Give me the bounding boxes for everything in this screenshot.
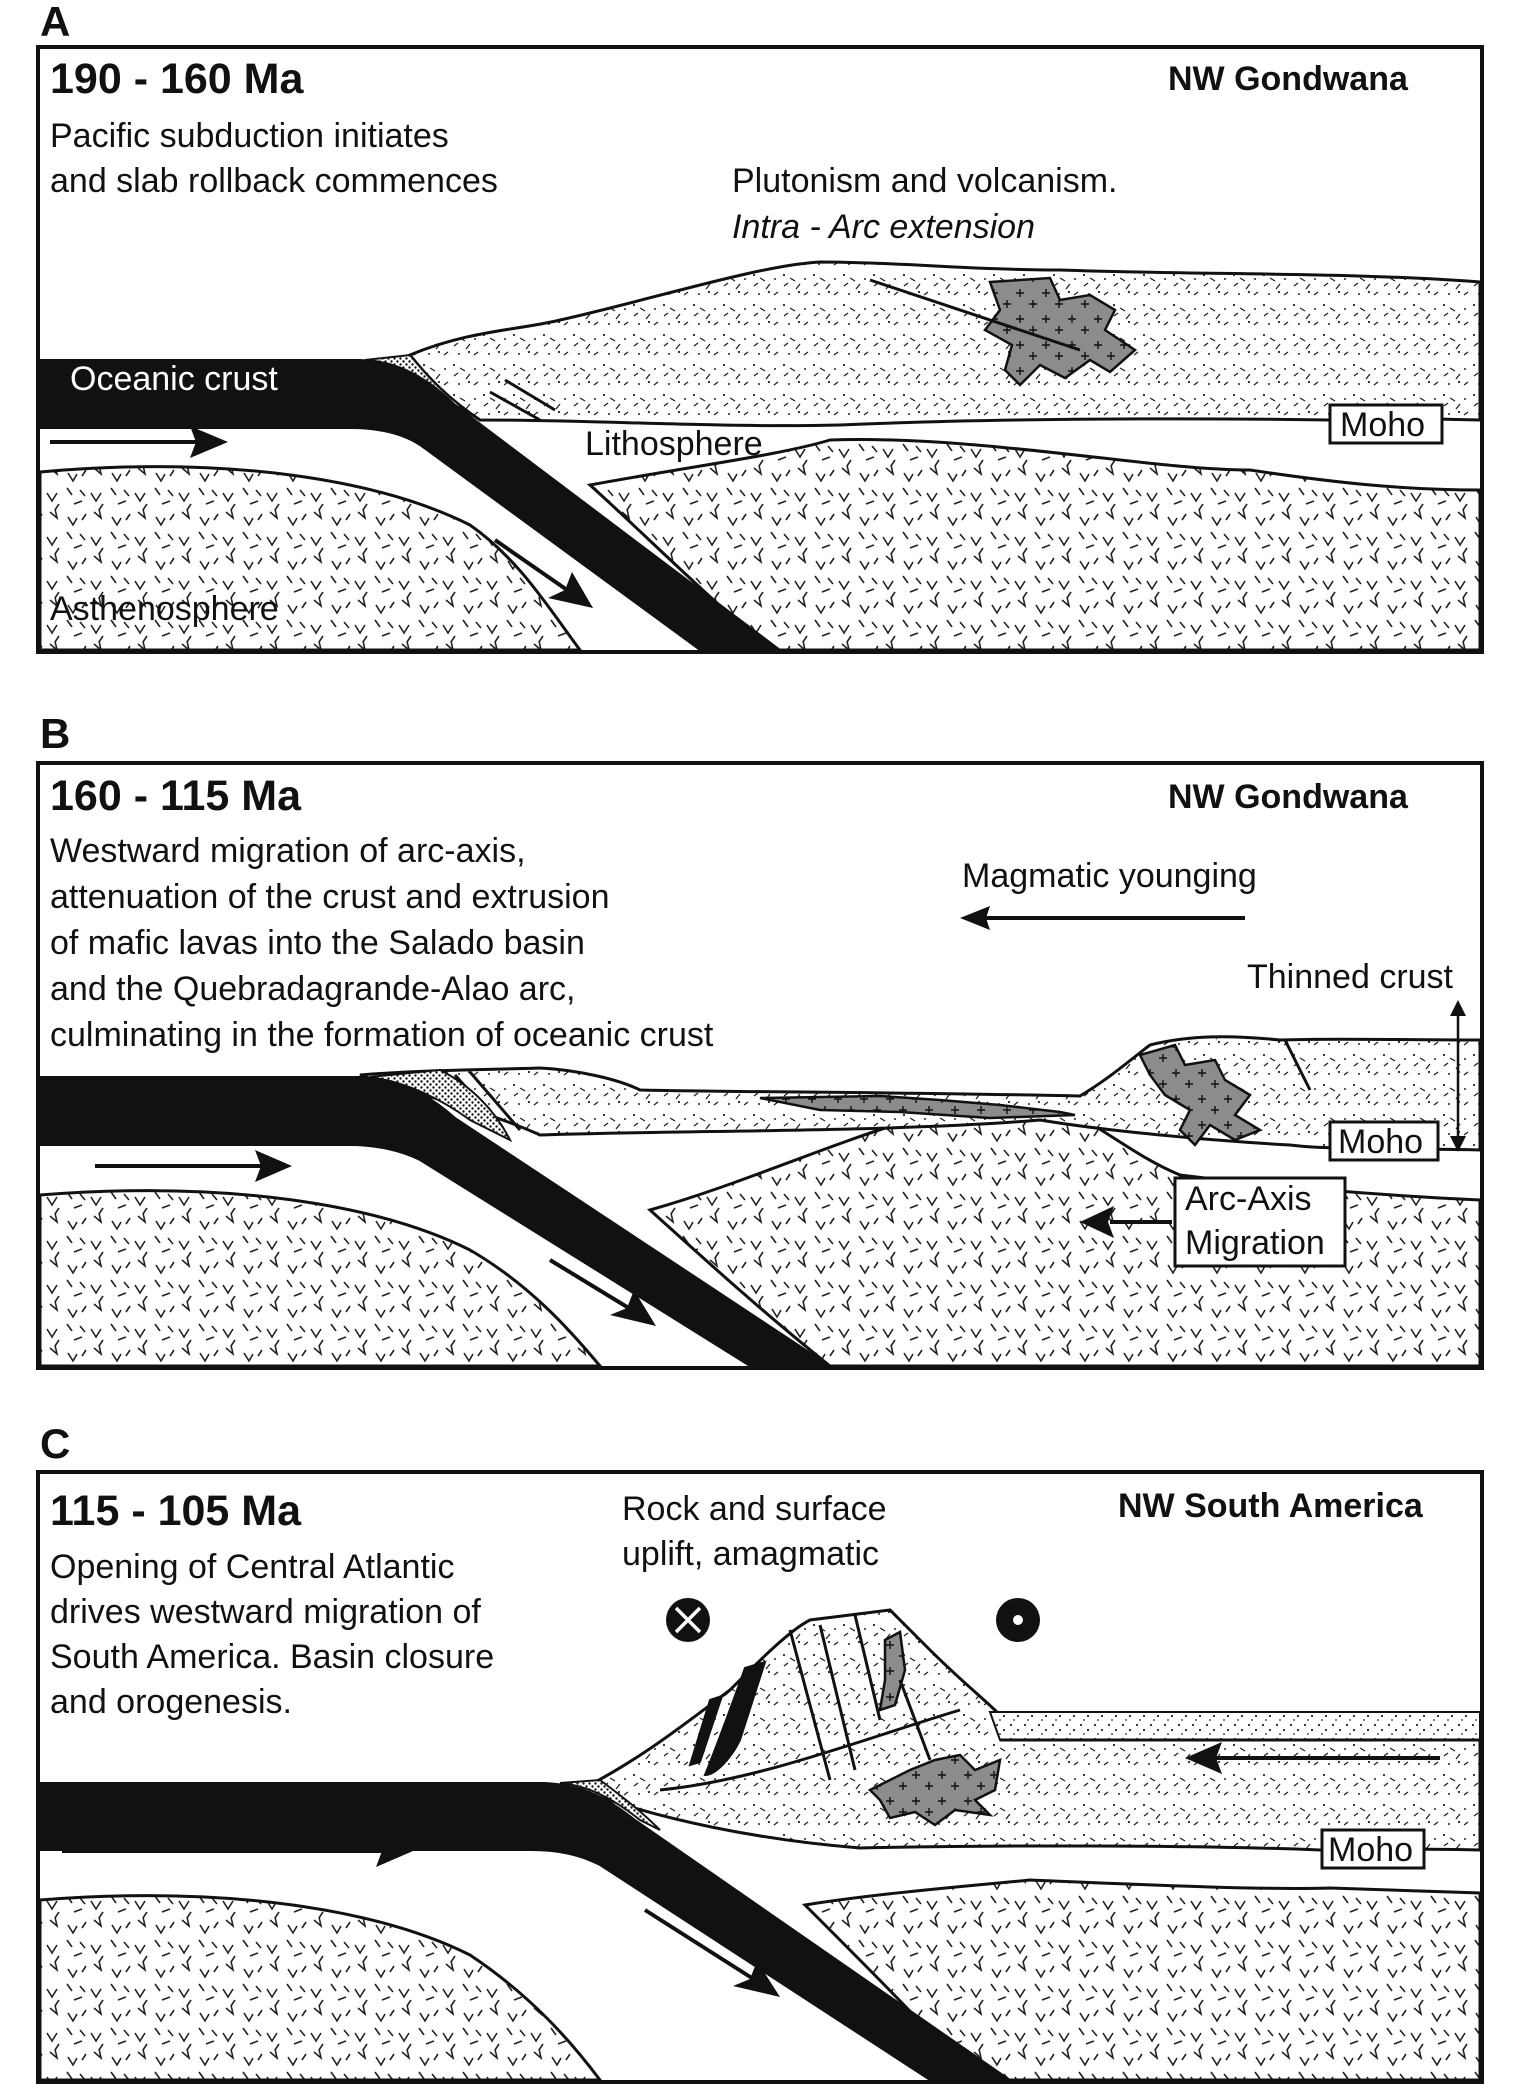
panel-b-age: 160 - 115 Ma [50, 772, 302, 820]
panel-b-desc-line-1: Westward migration of arc-axis, [50, 832, 526, 870]
panel-b-pluton [1138, 1043, 1263, 1147]
panel-b-magmatic-younging-arrow [960, 906, 1245, 930]
panel-c-foreland-basin [988, 1711, 1481, 1741]
panel-a-note-plutonism: Plutonism and volcanism. [732, 162, 1118, 200]
panel-b-plate-motion-arrow [95, 1150, 292, 1182]
panel-c-thrust-sheet-1 [703, 1660, 767, 1777]
panel-c: C 115 - 105 Ma NW South America Opening … [36, 1420, 1484, 2084]
panel-a-accretionary-wedge [364, 353, 481, 421]
panel-a-pluton [983, 276, 1138, 387]
panel-c-uplifted-pluton [878, 1630, 907, 1712]
panel-b-desc-line-3: of mafic lavas into the Salado basin [50, 924, 585, 962]
panel-a-moho-box [1328, 403, 1444, 445]
panel-b-accretionary-wedge [369, 1068, 513, 1143]
panel-b-asthenosphere-right [646, 1098, 1482, 1368]
panel-b-label-magmatic-younging: Magmatic younging [962, 857, 1257, 895]
panel-b-thinned-crust-arrow [1450, 1000, 1466, 1152]
panel-a-slab-sinking-arrow [493, 538, 593, 608]
panel-b-arc-axis-box [1173, 1176, 1347, 1268]
panel-b-letter: B [40, 710, 70, 757]
panel-a: A 190 - 160 Ma NW Gondwana Pacific subdu… [36, 0, 1484, 654]
panel-b-asthenosphere-left [38, 1189, 604, 1368]
panel-c-desc-line-2: drives westward migration of [50, 1593, 481, 1631]
panel-c-label-moho: Moho [1328, 1831, 1413, 1869]
panel-a-age: 190 - 160 Ma [50, 55, 304, 103]
panel-b-label-arc-axis-1: Arc-Axis [1185, 1180, 1312, 1218]
panel-a-note-extension: Intra - Arc extension [732, 208, 1035, 246]
panel-b: B 160 - 115 Ma NW Gondwana Westward migr… [36, 710, 1484, 1370]
panel-b-moho-box [1328, 1120, 1440, 1162]
panel-a-region: NW Gondwana [1168, 60, 1409, 98]
panel-b-label-moho: Moho [1338, 1123, 1423, 1161]
out-of-page-icon [996, 1598, 1040, 1642]
panel-a-label-lithosphere: Lithosphere [585, 425, 763, 463]
panel-c-oceanic-slab [39, 1782, 1014, 2081]
panel-b-mafic-lavas [759, 1094, 1076, 1120]
panel-a-letter: A [40, 0, 70, 45]
panel-b-arc-axis-arrow [1080, 1206, 1172, 1238]
panel-a-desc-line-1: Pacific subduction initiates [50, 117, 449, 155]
panel-a-continental-crust [407, 260, 1482, 428]
panel-b-slab-sinking-arrow [548, 1258, 656, 1326]
panel-a-extension-fault-2 [489, 378, 556, 422]
panel-c-asthenosphere-left [38, 1894, 604, 2082]
panel-a-asthenosphere-left [38, 465, 583, 652]
panel-c-note-line-2: uplift, amagmatic [622, 1535, 879, 1573]
panel-a-label-asthenosphere: Asthenosphere [50, 590, 279, 628]
panel-b-label-arc-axis-2: Migration [1185, 1224, 1325, 1262]
panel-c-slab-sinking-arrow [643, 1908, 780, 1997]
panel-c-letter: C [40, 1420, 70, 1467]
panel-b-region: NW Gondwana [1168, 778, 1409, 816]
panel-b-label-thinned-crust: Thinned crust [1247, 958, 1454, 996]
into-page-icon [666, 1598, 710, 1642]
panel-b-desc-line-4: and the Quebradagrande-Alao arc, [50, 970, 575, 1008]
panel-c-desc-line-1: Opening of Central Atlantic [50, 1548, 454, 1586]
panel-c-desc-line-4: and orogenesis. [50, 1683, 292, 1721]
panel-b-desc-line-2: attenuation of the crust and extrusion [50, 878, 609, 916]
panel-c-plate-motion-arrow [62, 1835, 413, 1867]
panel-c-thrust-sheet-2 [688, 1694, 724, 1767]
panel-c-moho-box [1320, 1828, 1426, 1870]
panel-c-accretionary-wedge [559, 1778, 661, 1831]
panel-a-extension-fault [869, 278, 1081, 352]
panel-c-pluton [867, 1753, 1002, 1827]
panel-b-desc-line-5: culminating in the formation of oceanic … [50, 1016, 714, 1054]
panel-a-desc-line-2: and slab rollback commences [50, 162, 498, 200]
panel-c-region: NW South America [1118, 1487, 1424, 1525]
panel-c-age: 115 - 105 Ma [50, 1487, 302, 1535]
panel-c-desc-line-3: South America. Basin closure [50, 1638, 494, 1676]
panel-c-note-line-1: Rock and surface [622, 1490, 887, 1528]
panel-a-plate-motion-arrow [50, 426, 228, 458]
panel-c-thrust-faults [659, 1614, 961, 1792]
panel-a-label-oceanic-crust: Oceanic crust [70, 360, 278, 398]
panel-c-continent-motion-arrow [1185, 1742, 1440, 1774]
panel-a-label-moho: Moho [1340, 406, 1425, 444]
